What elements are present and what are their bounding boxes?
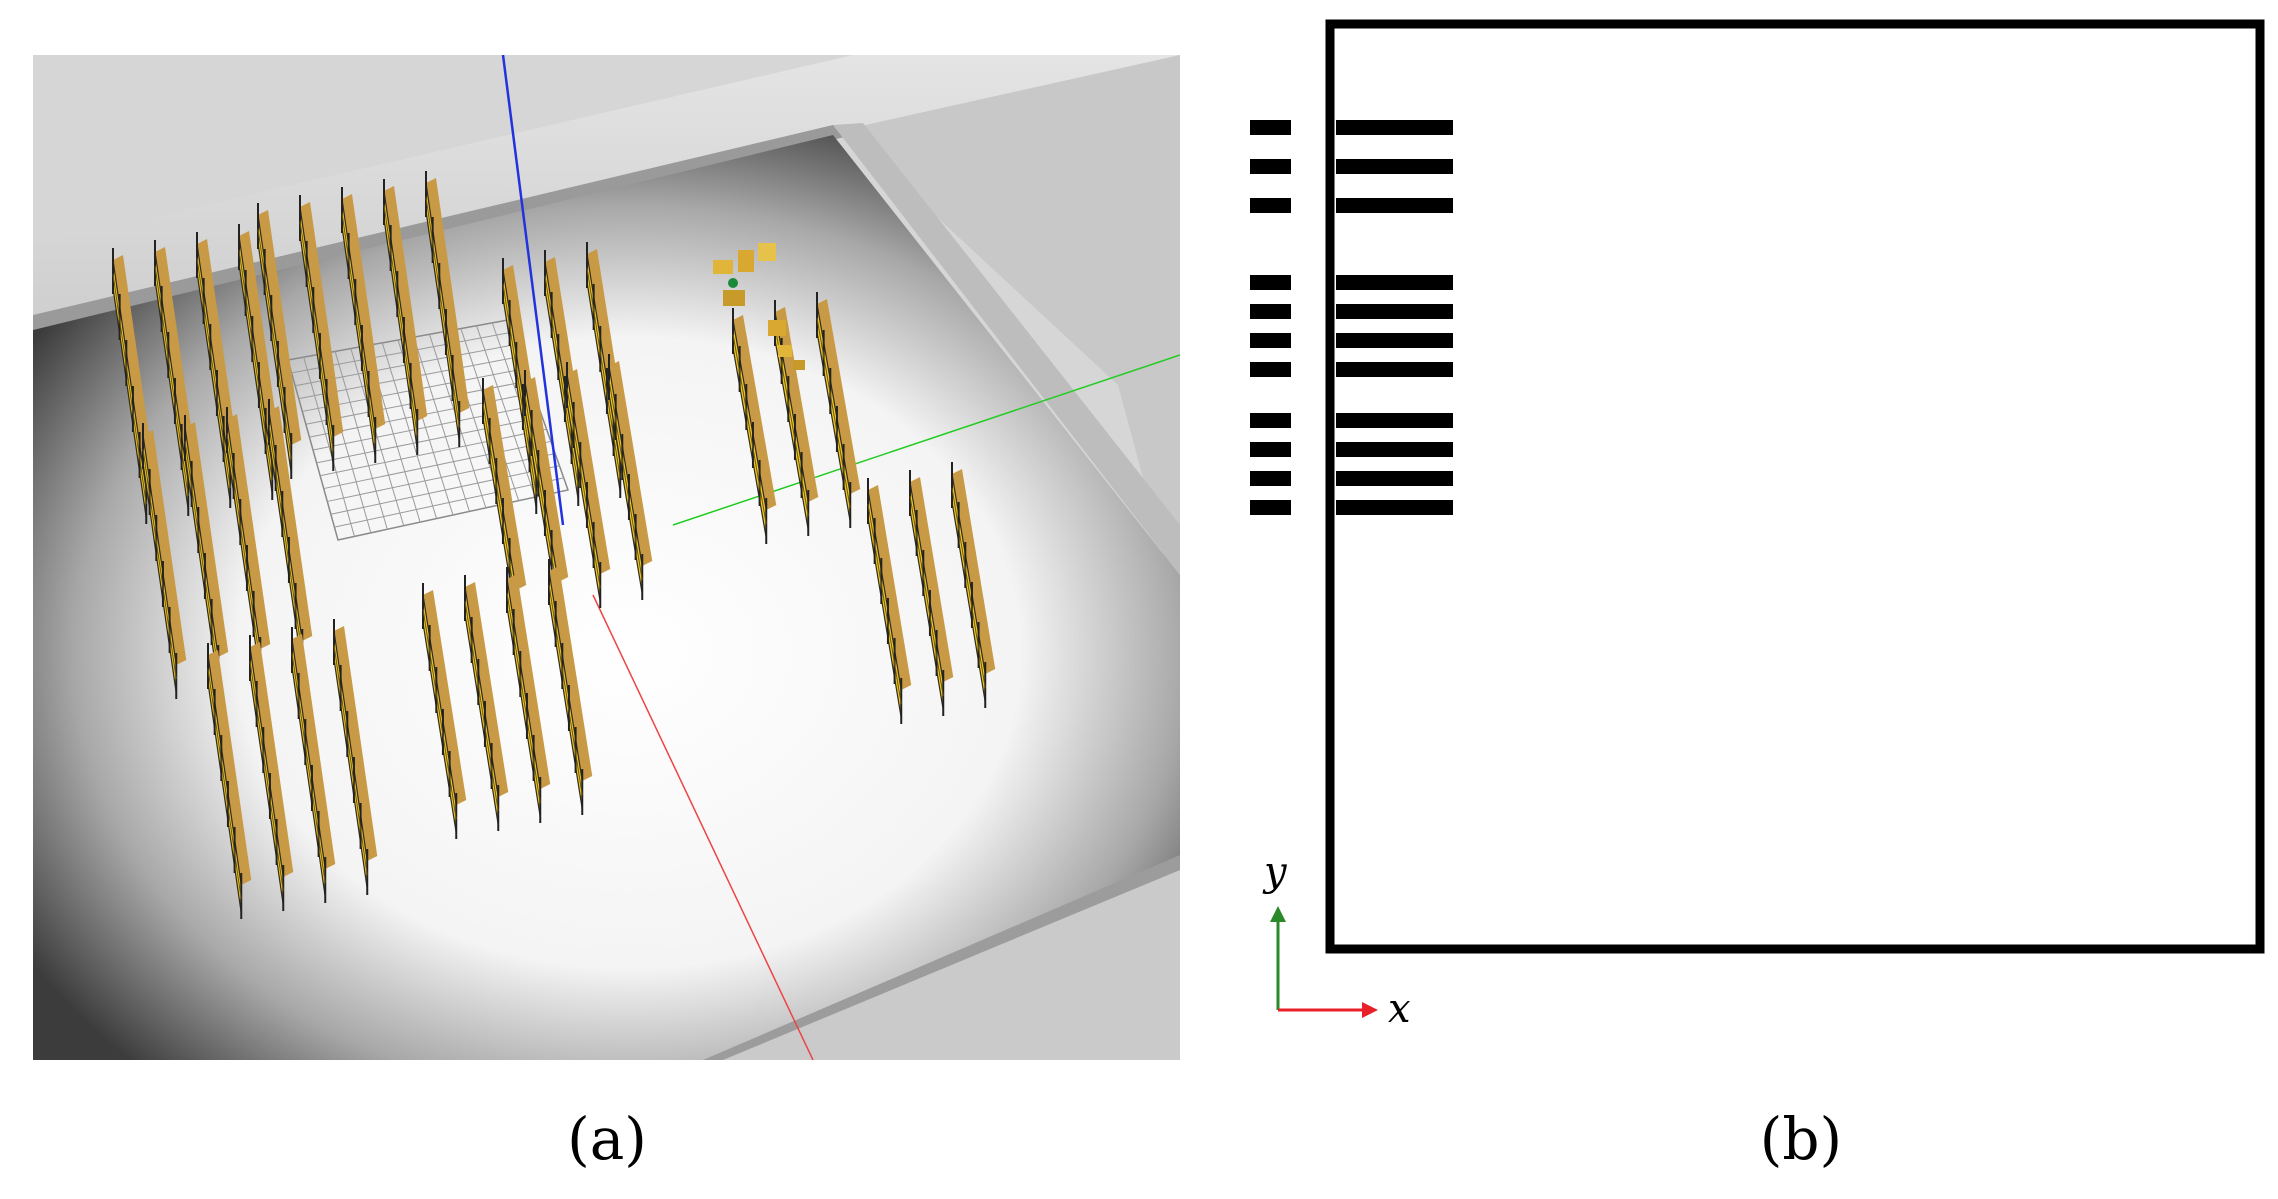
rack (506, 567, 551, 823)
shelf (1336, 198, 1453, 213)
shelf (1336, 471, 1453, 486)
rack (608, 354, 653, 600)
z-axis-line (501, 55, 565, 526)
rack (291, 627, 336, 903)
front-wall-edge (703, 855, 1180, 1060)
shelf (1336, 333, 1453, 348)
rack (548, 559, 593, 815)
rack (112, 248, 157, 524)
axes-indicator: y x (1262, 849, 1411, 1032)
rack (238, 224, 283, 500)
x-arrow-head (1362, 1002, 1378, 1018)
rack (464, 575, 509, 831)
shelf (1174, 362, 1291, 377)
map-border (1325, 19, 2265, 954)
robot-box (768, 320, 786, 336)
shelf (1336, 362, 1453, 377)
shelf (1174, 198, 1291, 213)
rack (249, 635, 294, 911)
caption-a: (a) (567, 1105, 647, 1173)
shelf (1336, 275, 1453, 290)
shelf (1336, 159, 1453, 174)
robot-box (738, 250, 754, 272)
rack (867, 478, 912, 724)
warehouse-map-canvas: y x (1013, 19, 2265, 1032)
rack (184, 415, 229, 691)
robot-box (713, 260, 733, 274)
right-wall (843, 55, 1180, 615)
y-arrow-head (1270, 906, 1286, 922)
shelf (1336, 413, 1453, 428)
shelf (1174, 333, 1291, 348)
y-axis-line (672, 354, 1180, 526)
robot-box (778, 345, 792, 357)
rack (566, 362, 611, 608)
warehouse-3d-view (33, 55, 1180, 1060)
rack (154, 240, 199, 516)
rack (257, 203, 302, 479)
rack (422, 583, 467, 839)
y-axis-label: y (1262, 849, 1288, 895)
right-wall-top (833, 123, 1180, 575)
rack (341, 187, 386, 463)
rack (951, 462, 996, 708)
rack (226, 407, 271, 683)
rack (524, 370, 569, 616)
shelf (1174, 304, 1291, 319)
shelf (1336, 500, 1453, 515)
rack (732, 308, 777, 544)
shelf (1336, 442, 1453, 457)
rack (207, 643, 252, 919)
rack (333, 619, 378, 895)
rack (816, 292, 861, 528)
rack (425, 171, 470, 447)
x-axis-label: x (1388, 986, 1411, 1032)
robot-box (793, 360, 805, 370)
robot-box (723, 290, 745, 306)
shelf (1174, 413, 1291, 428)
racks-group (112, 171, 996, 919)
rack (299, 195, 344, 471)
shelf (1174, 120, 1291, 135)
shelf (1174, 500, 1291, 515)
rack (142, 423, 187, 699)
x-axis-line (592, 594, 814, 1060)
shelf (1174, 471, 1291, 486)
rack (909, 470, 954, 716)
shelf (1174, 159, 1291, 174)
floor-grid (287, 319, 569, 541)
shelf (1336, 120, 1453, 135)
shelf (1336, 304, 1453, 319)
robot-box (758, 243, 776, 261)
shelf (1174, 275, 1291, 290)
rack (383, 179, 428, 455)
warehouse-map-view: y x (1013, 0, 2278, 1080)
robot-marker (728, 278, 738, 288)
shelf (1174, 442, 1291, 457)
rack (482, 378, 527, 624)
warehouse-3d-canvas (33, 55, 1180, 1060)
caption-b: (b) (1759, 1105, 1843, 1173)
robot-cluster (713, 243, 805, 370)
